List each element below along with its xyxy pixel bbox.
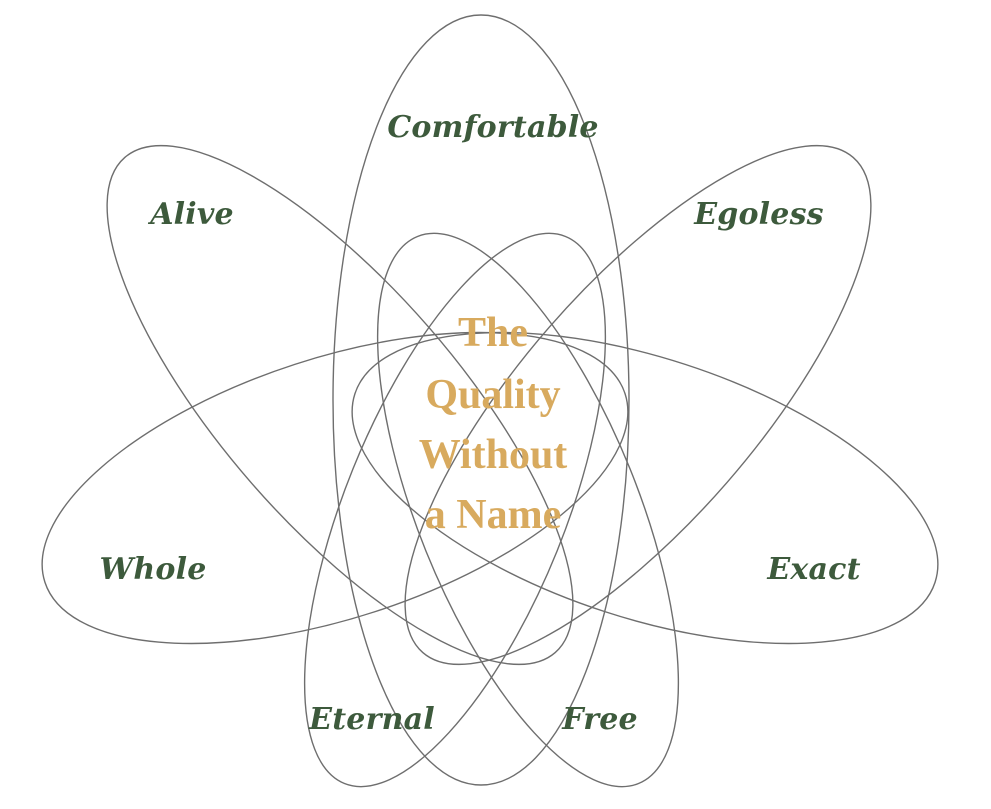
center-title-line-3: Without <box>419 432 568 478</box>
petal-label-whole: Whole <box>100 552 207 587</box>
center-title-line-2: Quality <box>425 372 560 418</box>
petal-comfortable-outline <box>332 14 630 786</box>
center-title: The Quality Without a Name <box>419 310 568 538</box>
petal-label-exact: Exact <box>766 552 860 587</box>
petal-free-outline <box>376 232 680 788</box>
petal-exact-outline <box>351 331 939 645</box>
petal-whole-outline <box>41 331 629 645</box>
petal-egoless-outline <box>404 144 872 666</box>
petal-label-eternal: Eternal <box>308 702 435 737</box>
center-title-line-1: The <box>458 310 528 356</box>
petal-label-egoless: Egoless <box>693 197 824 232</box>
petal-outlines <box>41 14 939 788</box>
petal-label-free: Free <box>561 702 638 737</box>
center-title-line-4: a Name <box>425 492 561 538</box>
petal-label-comfortable: Comfortable <box>387 110 598 145</box>
petal-labels: Comfortable Alive Egoless Whole Exact Et… <box>100 110 861 737</box>
petal-label-alive: Alive <box>147 197 234 232</box>
